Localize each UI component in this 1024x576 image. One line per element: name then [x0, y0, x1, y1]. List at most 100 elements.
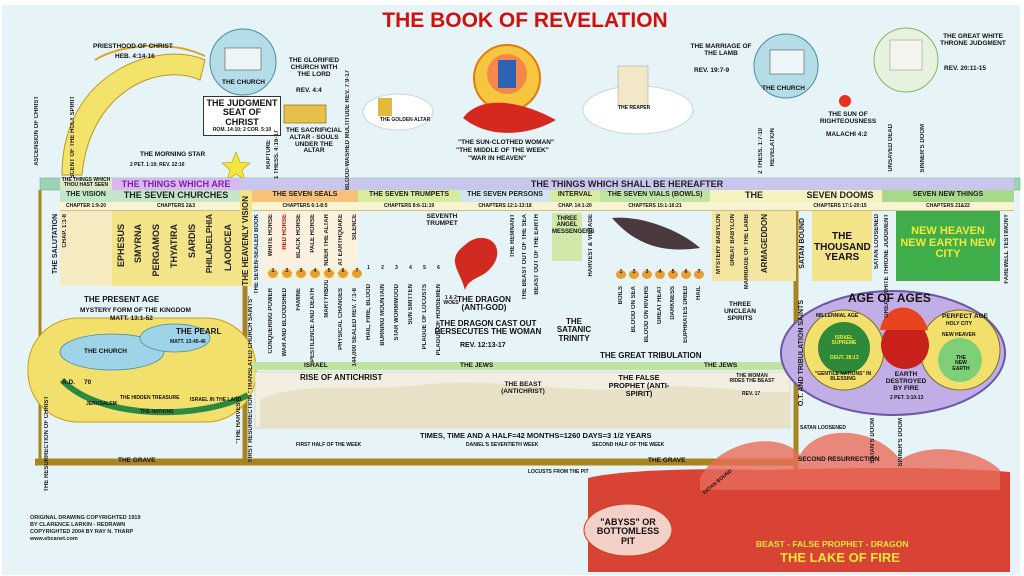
seal-red-horse: RED HORSE	[282, 214, 288, 250]
mystery-ref: MATT. 13:1-52	[110, 315, 153, 322]
trumpet-number-3: 3	[395, 265, 398, 271]
rise-antichrist-label: RISE OF ANTICHRIST	[300, 373, 383, 382]
satan-loosed-label: SATAN LOOSENED	[800, 425, 846, 431]
seal-effect-5: MARTYRS	[324, 288, 330, 318]
false-prophet-label: THE FALSE PROPHET (ANTI-SPIRIT)	[608, 373, 670, 398]
glorified-church-label: THE GLORIFIED CHURCH WITH THE LORD	[288, 57, 340, 78]
satan-loosened-band-label: SATAN LOOSENED	[874, 214, 880, 270]
interval-label: INTERVAL	[557, 191, 593, 198]
jews-label-2: THE JEWS	[704, 362, 738, 369]
dooms-panel	[712, 211, 796, 281]
harvest-label: "THE HARVEST"	[236, 396, 242, 444]
grave-label-1: THE GRAVE	[118, 457, 156, 464]
thousand-years-box	[812, 211, 872, 281]
golden-altar-label: THE GOLDEN ALTAR	[380, 117, 431, 123]
priesthood-label: PRIESTHOOD OF CHRIST	[93, 43, 173, 50]
interval-panel	[552, 213, 582, 261]
holy-city-label: HOLY CITY	[946, 321, 973, 327]
ch-vision: CHAPTER 1:9-20	[65, 203, 106, 209]
seven-seals-label: THE SEVEN SEALS	[272, 191, 338, 198]
israel-label: ISRAEL	[304, 362, 328, 369]
descent-label: DESCENT OF THE HOLY SPIRIT	[70, 96, 76, 188]
vision-title-label: THE THINGS WHICH THOU HAST SEEN	[61, 177, 111, 189]
dragon-label: THE DRAGON (ANTI-GOD)	[457, 295, 511, 313]
malachi-label: MALACHI 4:2	[826, 131, 868, 138]
gentile-label: "GENTILE NATIONS" IN BLESSING	[814, 371, 872, 383]
doom-marriage: MARRIAGE OF THE LAMB	[744, 214, 750, 290]
ch-vials: CHAPTERS 15:1-16:21	[628, 203, 682, 209]
lake-of-fire-label: THE LAKE OF FIRE	[780, 550, 900, 565]
vision-subband	[60, 190, 112, 202]
church-sardis: SARDIS	[187, 224, 197, 259]
pearl-ref: MATT. 13:45-46	[170, 339, 206, 345]
present-church-label: THE CHURCH	[84, 348, 127, 355]
thousand-years-label: THE THOUSAND YEARS	[814, 231, 871, 263]
harvest-vintage-label: HARVEST & VINTAGE	[588, 214, 594, 277]
beast-label: THE BEAST (ANTICHRIST)	[501, 381, 545, 395]
jews-label-1: THE JEWS	[460, 362, 494, 369]
seal-effect-3: FAMINE	[296, 288, 302, 311]
thess-label: 1 THESS. 4:16-17	[274, 130, 280, 180]
seal-pale-horse: PALE HORSE	[310, 214, 316, 253]
church-thyatira: THYATIRA	[169, 224, 179, 269]
the-vision-label: THE VISION	[66, 191, 106, 198]
ot-saints-label: O.T. AND TRIBULATION SAINTS	[798, 300, 805, 407]
the-subband	[710, 190, 798, 202]
seven-persons-label: THE SEVEN PERSONS	[467, 191, 543, 198]
seventh-trumpet-label: SEVENTH TRUMPET	[426, 213, 458, 227]
israel-supreme-label: ISRAEL SUPREME	[831, 335, 857, 347]
church-pergamos: PERGAMOS	[151, 224, 161, 277]
trumpet-number-1: 1	[367, 265, 370, 271]
persons-subband	[460, 190, 550, 202]
new-things-subband	[882, 190, 1014, 202]
vial-number-4: 4	[655, 269, 665, 279]
dragon-cast-label: THE DRAGON CAST OUT PERSECUTES THE WOMAN	[434, 319, 542, 337]
seal-number-5: 5	[324, 268, 334, 278]
interval-subband	[550, 190, 600, 202]
vial-number-3: 3	[642, 269, 652, 279]
vial-effect-4: GREAT HEAT	[657, 286, 663, 325]
woes-label: 1 & 2 WOES	[443, 295, 459, 307]
vial-number-5: 5	[668, 269, 678, 279]
trumpet-number-2: 2	[381, 265, 384, 271]
reaper-label: THE REAPER	[618, 105, 651, 111]
ch-dooms: CHAPTERS 17:1-20:15	[813, 203, 867, 209]
three-angel-label: THREE ANGEL MESSENGERS	[552, 216, 595, 235]
trumpet-effect-1: HAIL, FIRE, BLOOD	[366, 284, 372, 340]
thess2-label: 2 THESS. 1:7-10	[758, 128, 764, 174]
heavenly-vision-strip	[240, 190, 252, 286]
vision-title-cell	[60, 178, 112, 190]
seal-souls-altar: SOULS UNDER THE ALTAR	[324, 214, 330, 293]
marriage-label: THE MARRIAGE OF THE LAMB	[690, 43, 752, 57]
vial-effect-6: EUPHRATES DRIED	[683, 286, 689, 343]
seal-black-horse: BLACK HORSE	[296, 214, 302, 259]
times-label: TIMES, TIME AND A HALF=42 MONTHS=1260 DA…	[420, 431, 652, 440]
seven-sealed-book-label: THE SEVEN-SEALED BOOK	[254, 214, 260, 295]
pearl-label: THE PEARL	[176, 327, 222, 336]
ch-new: CHAPTERS 21&22	[926, 203, 970, 209]
seal-effect-7: 144,000 SEALED REV. 7:1-8	[352, 288, 358, 367]
beast-sea-label: THE BEAST OUT OF THE SEA	[522, 214, 528, 301]
trumpet-effect-4: SUN SMITTEN	[408, 284, 414, 325]
seal-effect-6: PHYSICAL CHANGES	[338, 288, 344, 350]
seal-number-1: 1	[268, 268, 278, 278]
mystery-label: MYSTERY FORM OF THE KINGDOM	[80, 307, 191, 314]
seal-number-4: 4	[310, 268, 320, 278]
trumpet-effect-3: STAR WORMWOOD	[394, 284, 400, 341]
chapter-row	[60, 202, 1014, 211]
woman-rides-label: THE WOMAN RIDES THE BEAST	[729, 373, 775, 385]
seals-panel	[262, 211, 358, 265]
seals-subband	[252, 190, 358, 202]
second-half-label: SECOND HALF OF THE WEEK	[592, 442, 665, 448]
churches-panel	[112, 211, 240, 286]
seal-number-7: 7	[352, 268, 362, 278]
page-title: THE BOOK OF REVELATION	[382, 9, 668, 32]
church-smyrna: SMYRNA	[133, 224, 143, 264]
ch-interval: CHAP. 14:1-20	[558, 203, 592, 209]
ch-churches: CHAPTERS 2&3	[156, 203, 196, 209]
vial-number-7: 7	[694, 269, 704, 279]
church-laodicea: LAODICEA	[223, 224, 233, 271]
age-of-ages-label: AGE OF AGES	[848, 291, 931, 305]
salutation-panel	[60, 211, 112, 286]
